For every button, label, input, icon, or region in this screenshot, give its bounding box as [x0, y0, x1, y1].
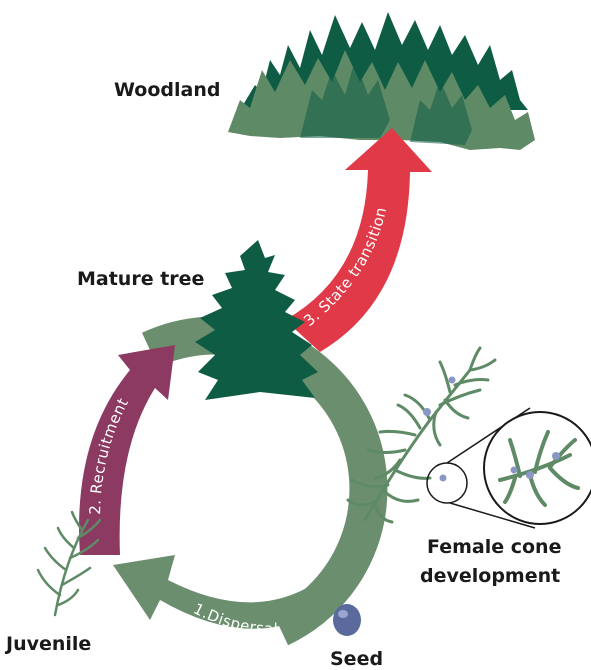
mature-tree-label: Mature tree: [77, 268, 204, 290]
female-cone-label-line2: development: [420, 565, 560, 587]
cone-detail-magnifier-icon: [483, 411, 591, 525]
seed-icon: [333, 604, 361, 636]
juvenile-label: Juvenile: [4, 633, 91, 655]
woodland-label: Woodland: [114, 79, 220, 101]
cone-dots: [423, 376, 456, 482]
seed-label: Seed: [330, 648, 383, 670]
state-transition-arrow: 3. State transition: [285, 128, 432, 352]
female-cone-label-line1: Female cone: [427, 536, 561, 558]
magnifier-line-bottom: [449, 502, 536, 529]
juvenile-sprig-icon: [36, 510, 102, 617]
recruitment-arrow: 2. Recruitment: [79, 345, 175, 555]
branch-with-cones-icon: [346, 346, 497, 524]
mature-tree-icon: [195, 240, 318, 400]
cone-focus-circle: [426, 462, 468, 504]
woodland-icon: [228, 12, 535, 150]
